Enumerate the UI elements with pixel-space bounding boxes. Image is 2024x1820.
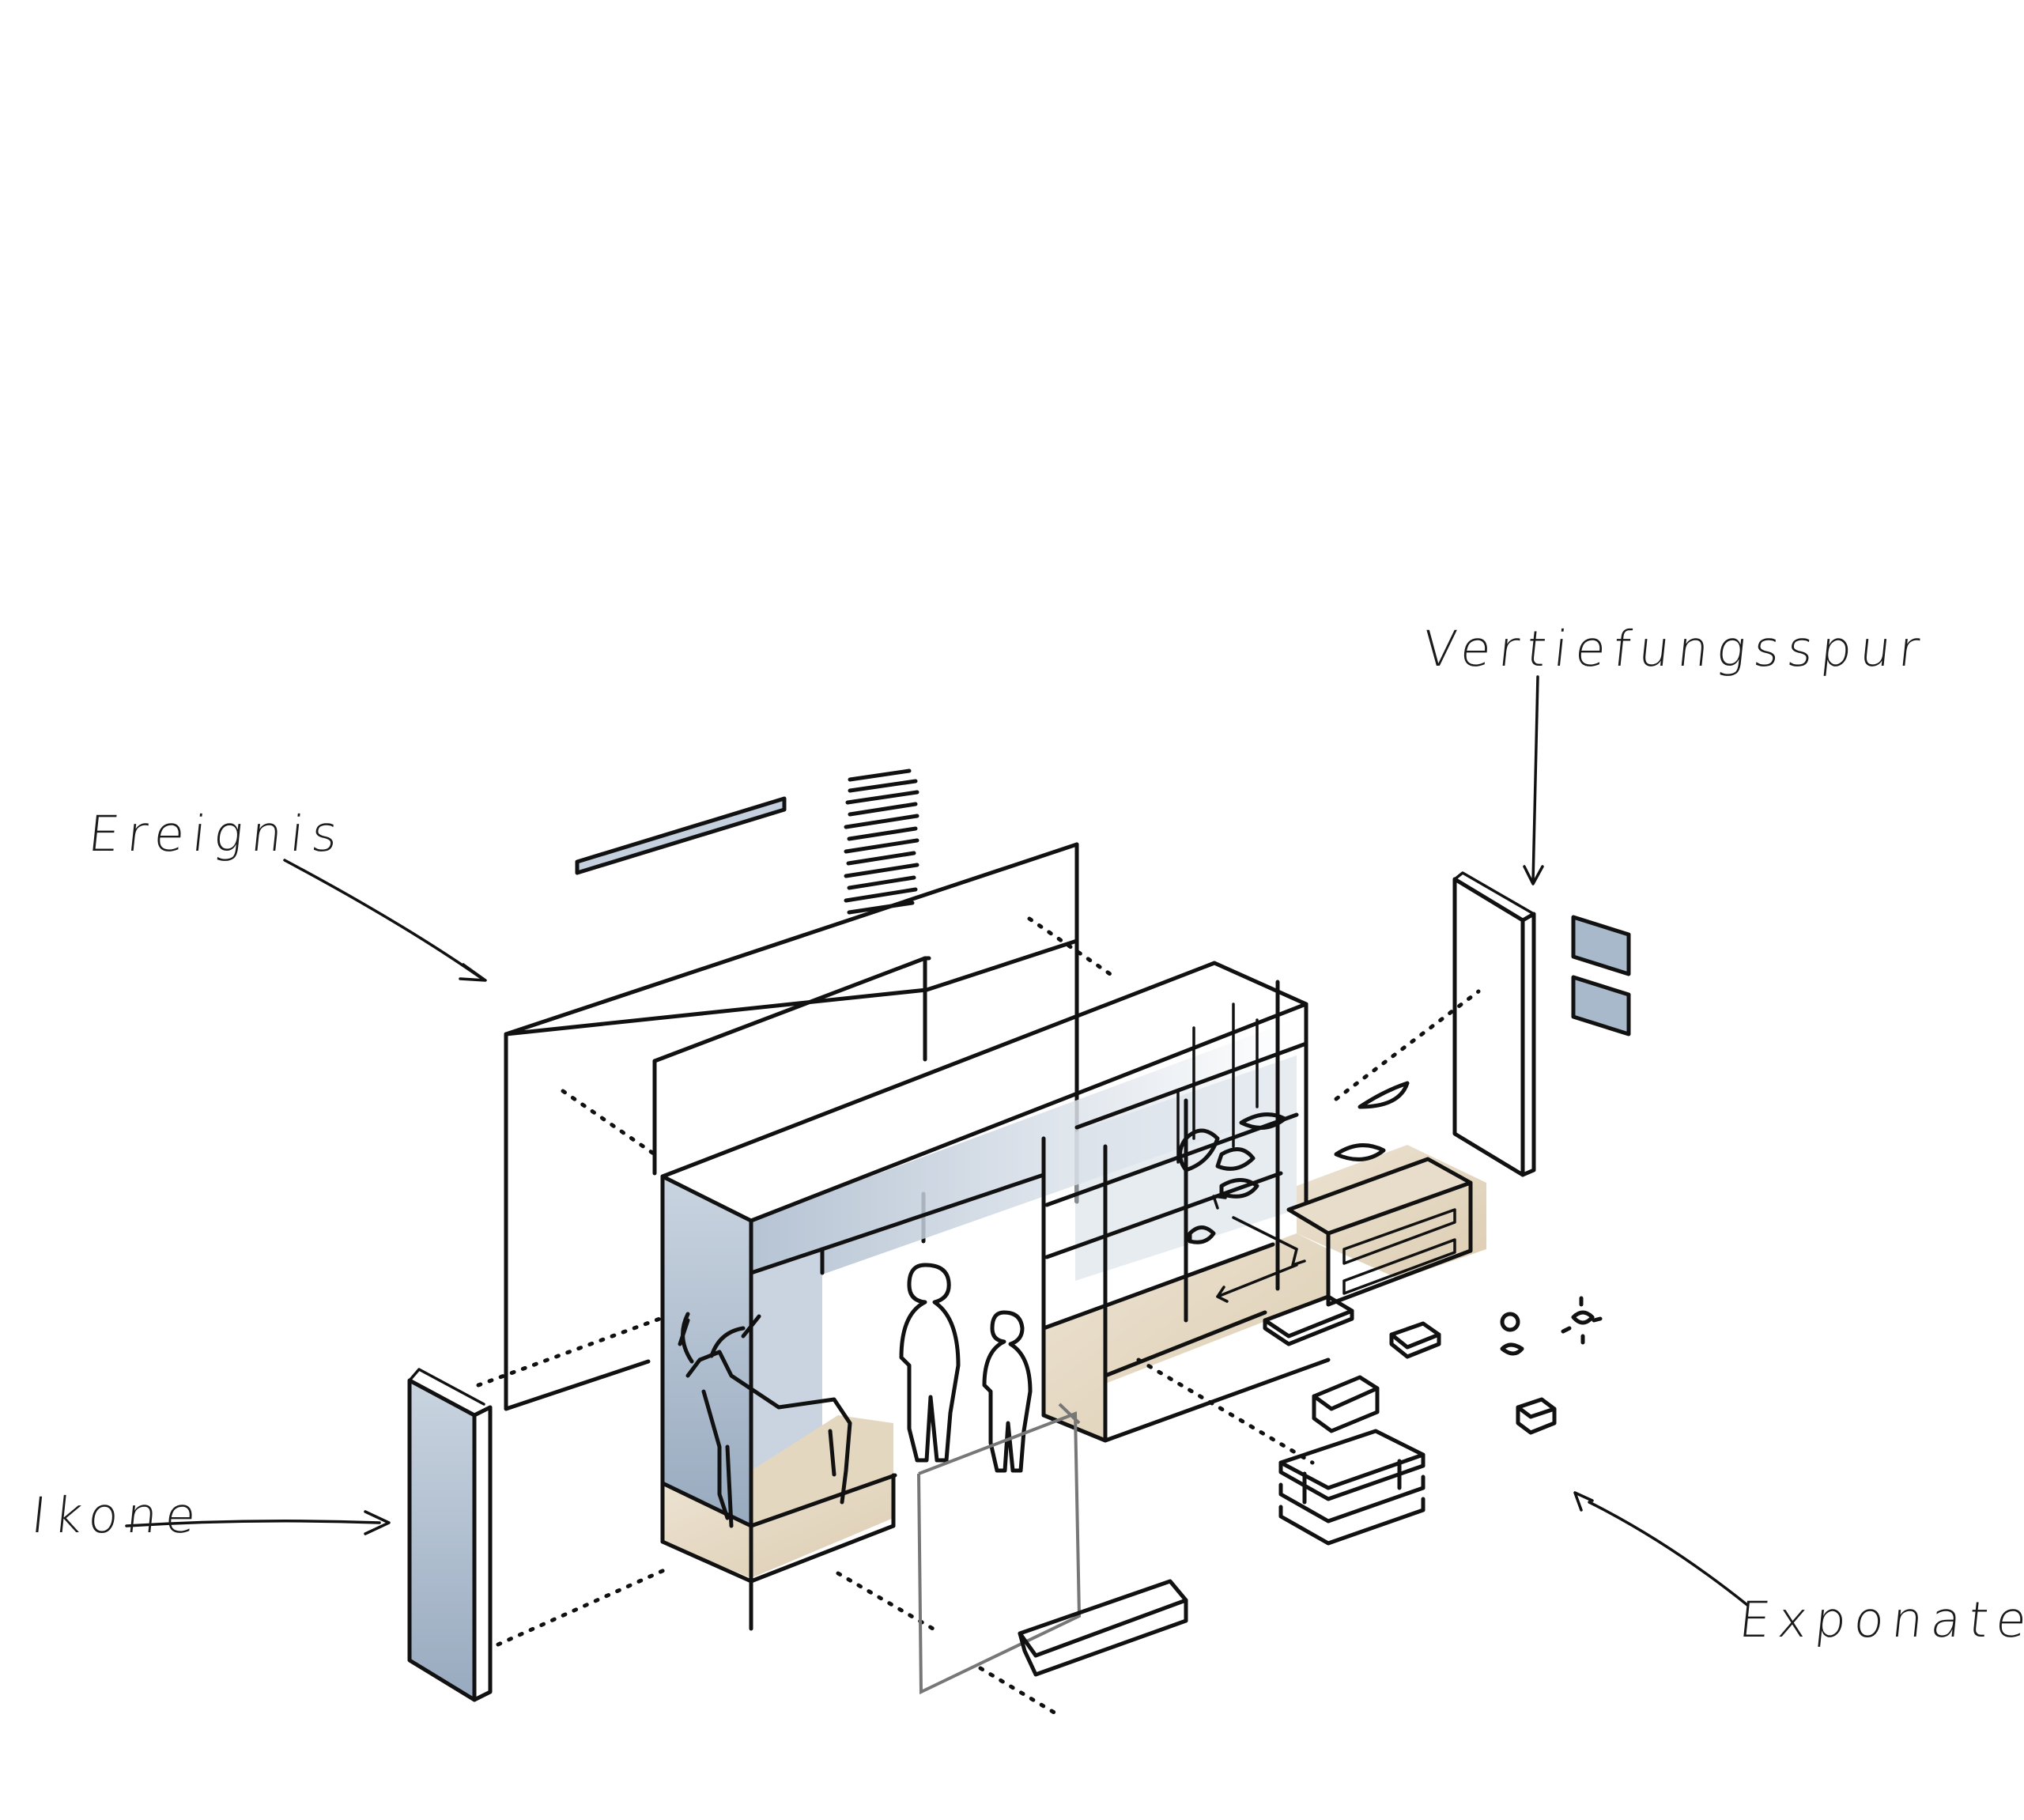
- label-vertiefungsspur: Vertiefungsspur: [1420, 620, 1931, 678]
- vertiefungsspur-panel: [1452, 871, 1536, 1177]
- suspended-exhibits: [1178, 1081, 1410, 1303]
- label-ikone: Ikone: [28, 1486, 207, 1544]
- label-exponate: Exponate: [1736, 1591, 2024, 1648]
- info-screens: [1571, 915, 1631, 1036]
- deer-figure: [678, 1312, 852, 1528]
- text-lines-graphic: [844, 768, 919, 915]
- loose-exhibits: [1018, 1294, 1603, 1677]
- label-ereignis: Ereignis: [85, 805, 349, 863]
- visitor-figures: [899, 1263, 1033, 1473]
- glass-panel: [917, 1403, 1082, 1695]
- display-shelf-structure: [660, 961, 1486, 1631]
- axis-dotted-lines: [476, 916, 1481, 1718]
- annotation-arrows: [125, 675, 1749, 1607]
- ceiling-light-bar: [575, 796, 787, 875]
- ikone-panel: [407, 1368, 493, 1702]
